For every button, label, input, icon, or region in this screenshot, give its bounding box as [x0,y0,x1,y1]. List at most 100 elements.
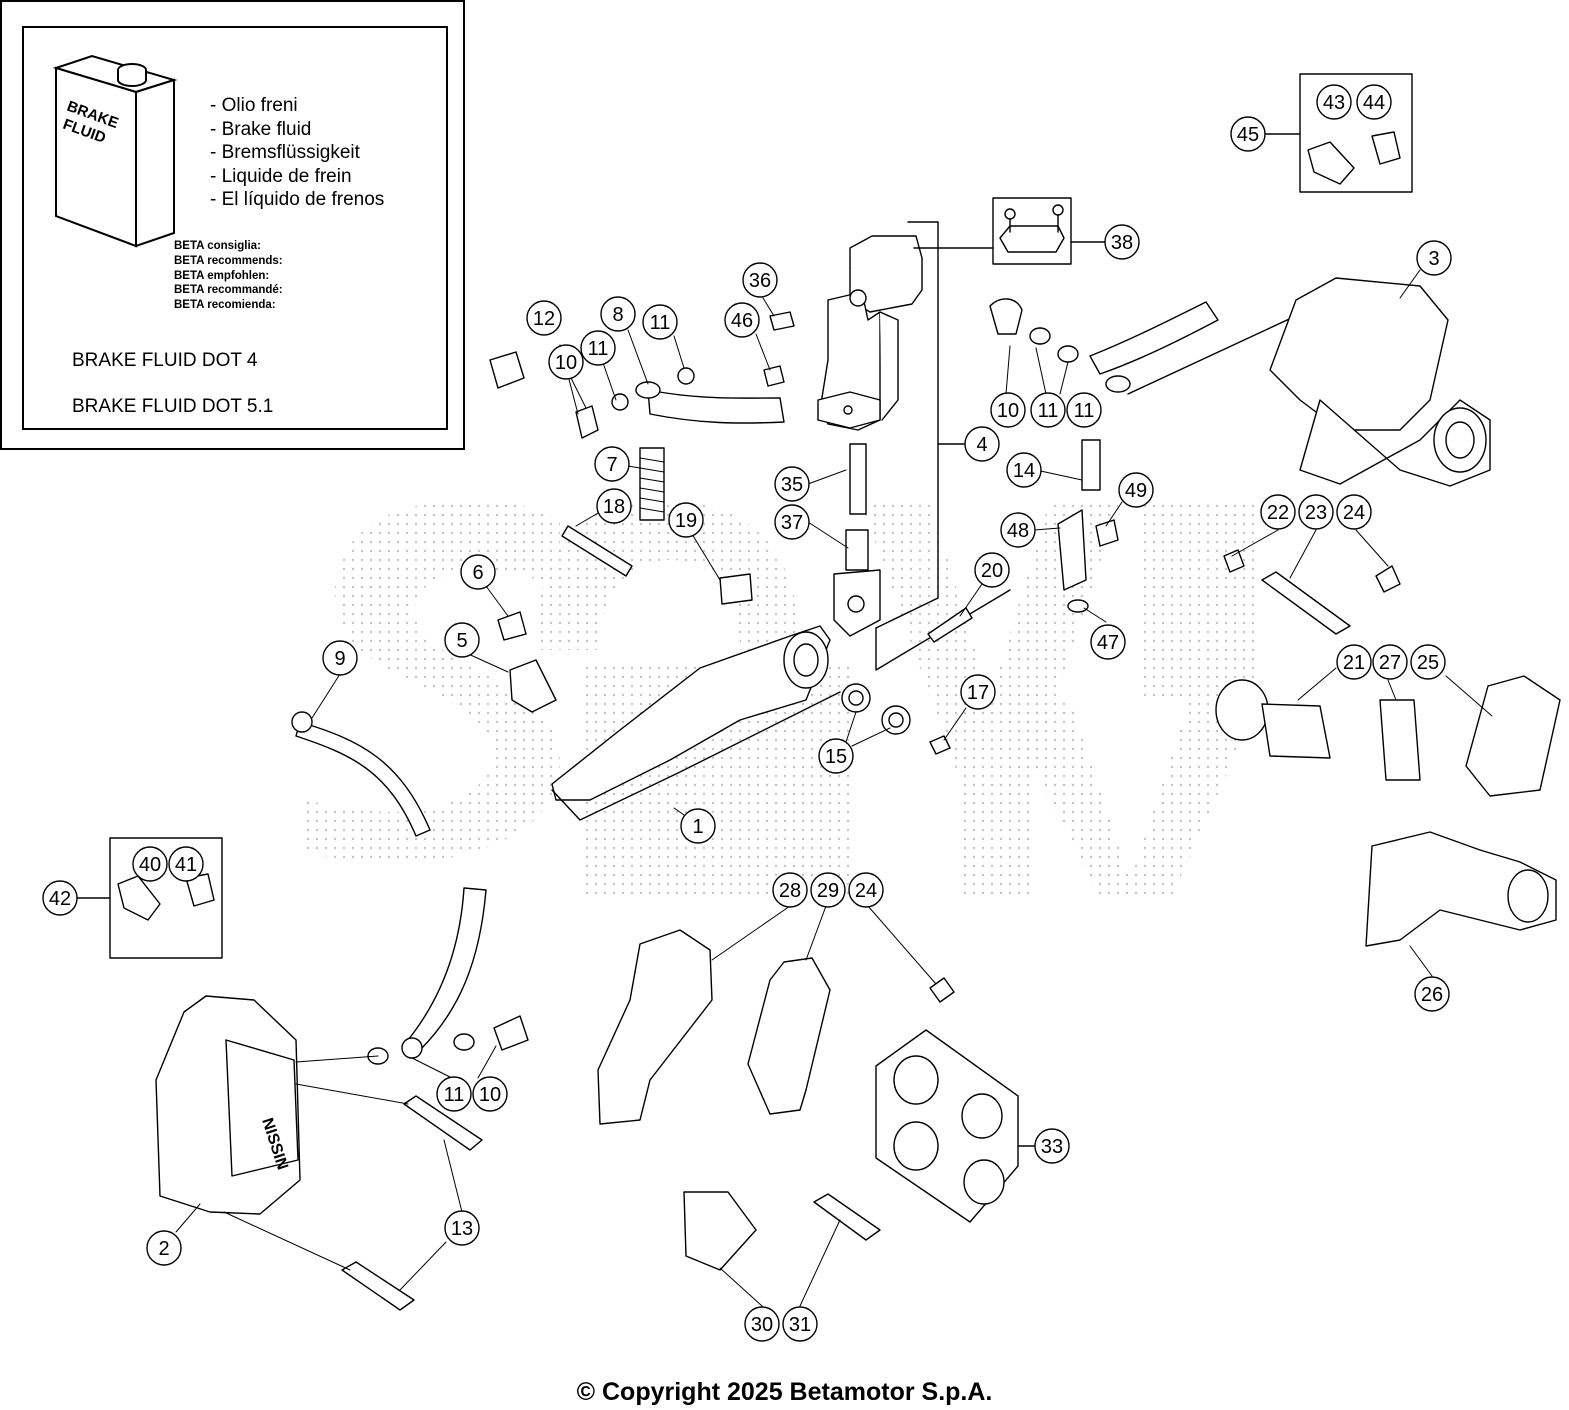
callout-circle [600,296,636,332]
recommend-es: BETA recomienda: [174,299,276,312]
callout-number: 10 [555,352,577,374]
callout-circle [322,640,358,676]
callout-number: 49 [1125,480,1147,502]
bolt-36 [769,311,795,331]
callout-c1: 1 [680,808,716,844]
recommend-de: BETA empfohlen: [174,269,270,282]
callout-number: 31 [789,1314,811,1336]
reservoir-cap [992,197,1072,265]
callout-number: 19 [675,510,697,532]
plug-41 [185,873,215,907]
callout-circle [680,808,716,844]
callout-number: 13 [451,1218,473,1240]
callout-number: 43 [1323,92,1345,114]
callout-number: 35 [781,474,803,496]
callout-c28: 28 [772,872,808,908]
callout-circle [818,738,854,774]
bolt-40 [117,875,161,921]
callout-number: 30 [751,1314,773,1336]
callout-circle [472,1076,508,1112]
callout-number: 17 [967,682,989,704]
tip-screws [497,611,527,641]
callout-c44: 44 [1356,84,1392,120]
callout-c12: 12 [526,300,562,336]
callout-number: 20 [981,560,1003,582]
callout-number: 21 [1343,652,1365,674]
callout-number: 33 [1041,1136,1063,1158]
callout-number: 14 [1013,460,1035,482]
callout-number: 11 [1074,400,1095,422]
callout-c11a: 11 [642,304,678,340]
pad-spring-rear [1379,699,1421,781]
callout-c30: 30 [744,1306,780,1342]
callout-c10a: 10 [548,344,584,380]
callout-circle [1104,224,1140,260]
front-piston-1 [893,1055,939,1105]
callout-circle [774,466,810,502]
bleed-valve-rear [1375,565,1401,593]
callout-number: 47 [1097,632,1119,654]
callout-c25: 25 [1410,644,1446,680]
callout-c7: 7 [594,446,630,482]
box-42 [109,837,223,959]
caliper-bolt-1 [403,1095,483,1151]
callout-circle [774,504,810,540]
callout-circle [810,872,846,908]
piston-box [875,1029,1019,1223]
fluid-name-de: - Bremsflüssigkeit [210,142,360,163]
callout-number: 11 [444,1084,465,1106]
stoplight-switch [1081,439,1101,491]
callout-number: 2 [158,1238,169,1260]
callout-number: 29 [817,880,839,902]
callout-c37: 37 [774,504,810,540]
switch-bracket [1057,509,1087,591]
callout-circle [1356,84,1392,120]
callout-circle [42,880,78,916]
callout-c10b: 10 [990,392,1026,428]
callout-c49: 49 [1118,472,1154,508]
callout-number: 12 [533,308,555,330]
callout-number: 26 [1421,984,1443,1006]
callout-circle [1030,392,1066,428]
callout-number: 25 [1417,652,1439,674]
bolt-46 [763,365,785,387]
callout-c31: 31 [782,1306,818,1342]
callout-circle [724,302,760,338]
callout-circle [1230,116,1266,152]
callout-circle [1006,452,1042,488]
callout-circle [964,426,1000,462]
callout-c9: 9 [322,640,358,676]
callout-c14: 14 [1006,452,1042,488]
callout-number: 36 [749,270,771,292]
callout-circle [1260,494,1296,530]
box-45 [1299,73,1413,193]
callout-number: 1 [692,816,703,838]
clevis-pin [927,607,973,643]
front-seal-1 [961,1093,1003,1139]
callout-circle [548,344,584,380]
callout-circle [1416,240,1452,276]
callout-circle [596,488,632,524]
recommend-en: BETA recommends: [174,254,283,267]
callout-c18: 18 [596,488,632,524]
callout-circle [526,300,562,336]
callout-c13: 13 [444,1210,480,1246]
callout-c20: 20 [974,552,1010,588]
callout-c35: 35 [774,466,810,502]
callout-number: 28 [779,880,801,902]
callout-c10c: 10 [472,1076,508,1112]
brake-pedal [551,625,831,801]
callout-circle [1118,472,1154,508]
callout-circle [1336,494,1372,530]
callout-circle [1414,976,1450,1012]
callout-circle [974,552,1010,588]
fluid-name-es: - El líquido de frenos [210,189,385,210]
callout-circle [444,1210,480,1246]
callout-number: 24 [855,880,877,902]
callout-c8: 8 [600,296,636,332]
pad-pin [1261,571,1351,635]
callout-c42: 42 [42,880,78,916]
recommend-it: BETA consiglia: [174,240,261,252]
callout-c19: 19 [668,502,704,538]
